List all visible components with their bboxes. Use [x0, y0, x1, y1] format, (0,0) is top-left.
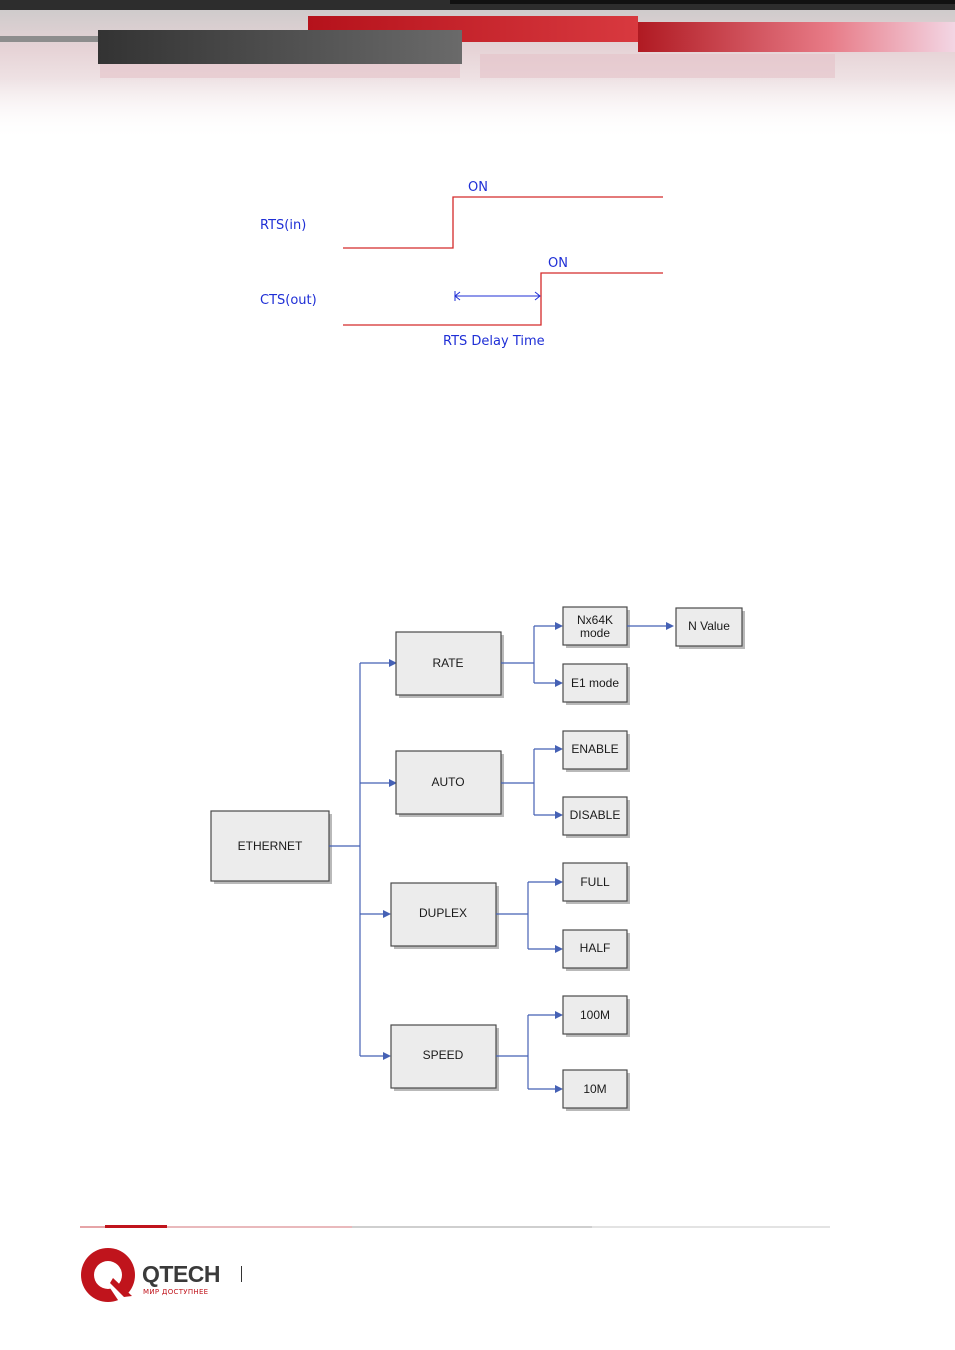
- leaf-half: HALF: [563, 930, 630, 971]
- leaf-100m-label: 100M: [580, 1008, 610, 1022]
- header-banner: [0, 0, 955, 140]
- branch-auto: AUTO: [396, 751, 504, 817]
- leaf-full-label: FULL: [580, 875, 610, 889]
- leaf-disable: DISABLE: [563, 797, 630, 838]
- leaf-10m: 10M: [563, 1070, 630, 1111]
- branch-speed-label: SPEED: [423, 1048, 464, 1062]
- delay-arrow: [455, 291, 540, 301]
- branch-speed: SPEED: [391, 1025, 499, 1091]
- footer-tagline: МИР ДОСТУПНЕЕ: [143, 1288, 208, 1296]
- branch-rate-label: RATE: [432, 656, 463, 670]
- branch-rate: RATE: [396, 632, 504, 698]
- footer-separator: [241, 1266, 242, 1282]
- qtech-logo-icon: [80, 1246, 140, 1306]
- cts-on-label: ON: [548, 256, 568, 271]
- leaf-n-value: N Value: [676, 608, 745, 649]
- branch-duplex-label: DUPLEX: [419, 906, 467, 920]
- leaf-n-value-label: N Value: [688, 619, 730, 633]
- rts-on-label: ON: [468, 180, 488, 195]
- root-node: ETHERNET: [211, 811, 332, 884]
- leaf-disable-label: DISABLE: [570, 808, 621, 822]
- footer-divider: [80, 1225, 830, 1229]
- leaf-100m: 100M: [563, 996, 630, 1037]
- leaf-enable-label: ENABLE: [571, 742, 618, 756]
- footer-logo: QTECH МИР ДОСТУПНЕЕ: [80, 1246, 280, 1308]
- branch-duplex: DUPLEX: [391, 883, 499, 949]
- branch-auto-label: AUTO: [431, 775, 464, 789]
- rts-signal-line: [343, 197, 663, 248]
- leaf-e1-mode: E1 mode: [563, 664, 630, 705]
- footer-brand: QTECH: [142, 1261, 220, 1288]
- cts-signal-line: [343, 273, 663, 325]
- root-label: ETHERNET: [238, 839, 303, 853]
- leaf-e1-mode-label: E1 mode: [571, 676, 619, 690]
- leaf-enable: ENABLE: [563, 731, 630, 772]
- rts-label: RTS(in): [260, 218, 306, 233]
- timing-diagram: RTS(in) ON CTS(out) ON RTS Delay Time: [240, 170, 680, 355]
- delay-label: RTS Delay Time: [443, 334, 545, 349]
- leaf-10m-label: 10M: [583, 1082, 606, 1096]
- leaf-full: FULL: [563, 863, 630, 904]
- leaf-half-label: HALF: [580, 941, 611, 955]
- cts-label: CTS(out): [260, 293, 317, 308]
